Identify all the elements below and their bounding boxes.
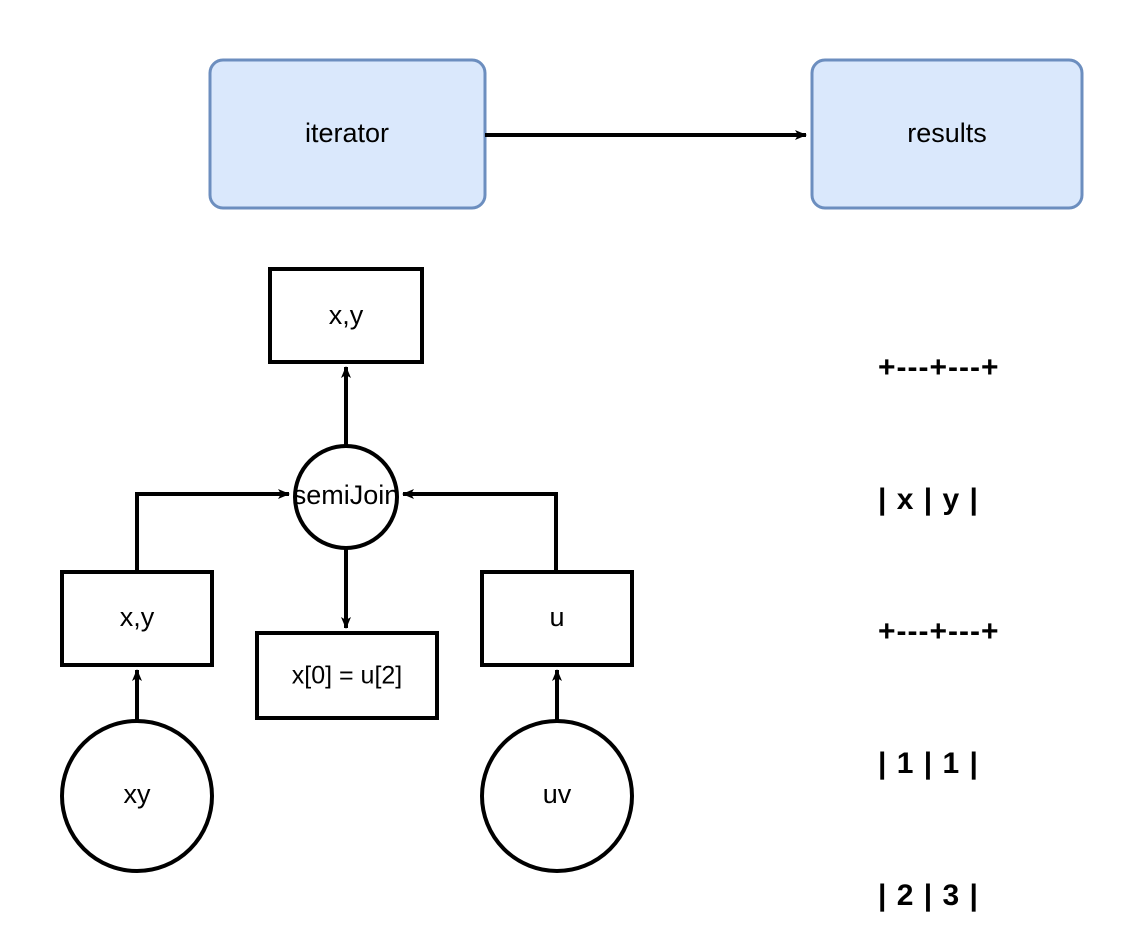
results-box[interactable]: results — [810, 58, 1084, 210]
table-header-row: | x | y | — [878, 483, 979, 516]
uv-relation-label: uv — [543, 779, 572, 809]
xy-relation-shape — [60, 719, 214, 873]
right-projection-to-semijoin-edge — [402, 489, 558, 572]
semijoin-label: semiJoin — [293, 480, 400, 510]
results-box-shape — [810, 58, 1084, 210]
left-projection-node[interactable]: x,y — [60, 570, 214, 667]
right-projection-label: u — [549, 602, 564, 632]
predicate-node[interactable]: x[0] = u[2] — [255, 631, 439, 720]
right-projection-shape — [480, 570, 634, 667]
output-projection-shape — [268, 267, 424, 364]
left-projection-shape — [60, 570, 214, 667]
results-label: results — [907, 118, 987, 148]
iterator-box[interactable]: iterator — [208, 58, 487, 210]
output-projection-label: x,y — [329, 300, 364, 330]
table-separator-row: +---+---+ — [878, 615, 1000, 648]
table-top-border: +---+---+ — [878, 351, 1000, 384]
left-projection-to-semijoin-edge — [135, 489, 290, 572]
iterator-label: iterator — [305, 118, 389, 148]
predicate-shape — [255, 631, 439, 720]
xy-relation-node[interactable]: xy — [60, 719, 214, 873]
results-ascii-table: +---+---+ | x | y | +---+---+ | 1 | 1 | … — [878, 258, 1000, 933]
uv-relation-shape — [480, 719, 634, 873]
xy-relation-label: xy — [124, 779, 152, 809]
predicate-label: x[0] = u[2] — [292, 662, 403, 690]
semijoin-node[interactable]: semiJoin — [293, 444, 400, 550]
right-projection-node[interactable]: u — [480, 570, 634, 667]
uv-relation-node[interactable]: uv — [480, 719, 634, 873]
output-projection-node[interactable]: x,y — [268, 267, 424, 364]
table-row: | 2 | 3 | — [878, 879, 979, 912]
left-projection-label: x,y — [120, 602, 155, 632]
table-row: | 1 | 1 | — [878, 747, 979, 780]
